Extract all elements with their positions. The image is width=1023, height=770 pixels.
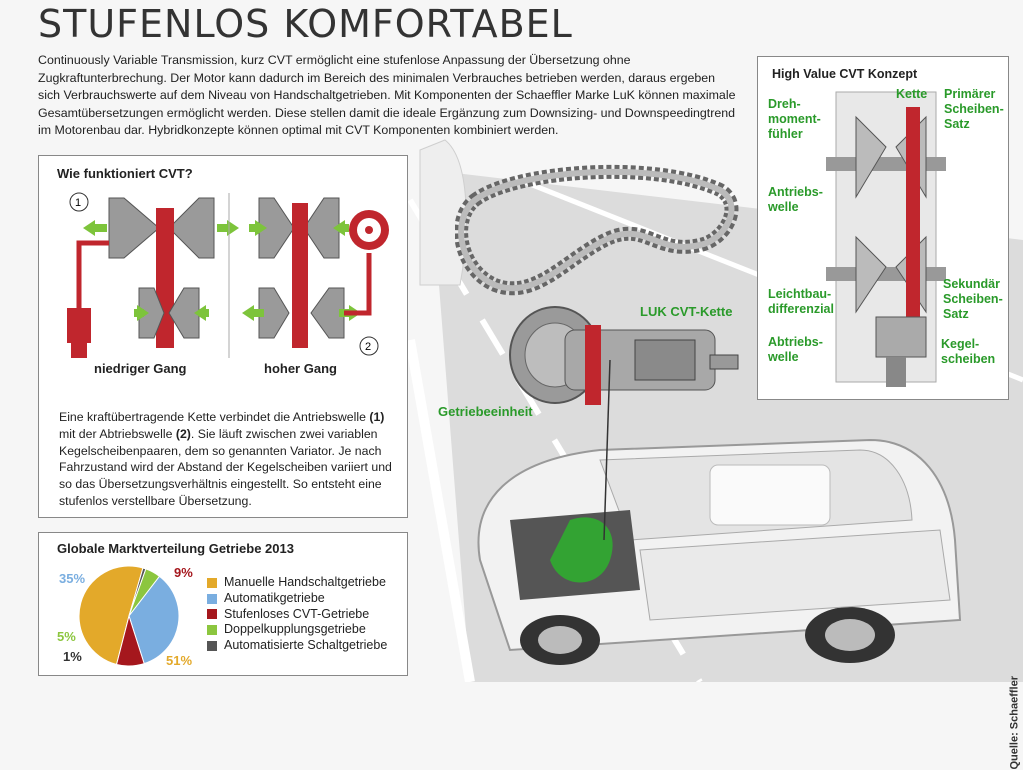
pie-slice-0 xyxy=(78,565,144,666)
intro-text: Continuously Variable Transmission, kurz… xyxy=(38,53,736,137)
market-share-panel: Globale Marktverteilung Getriebe 2013 51… xyxy=(38,532,408,676)
source-credit: Quelle: Schaeffler xyxy=(1009,676,1021,770)
legend-item: Automatisierte Schaltgetriebe xyxy=(207,638,387,654)
legend-item: Automatikgetriebe xyxy=(207,591,387,607)
market-panel-title: Globale Marktverteilung Getriebe 2013 xyxy=(57,541,294,556)
high-gear-pulleys xyxy=(242,197,361,348)
pie-slice-1 xyxy=(128,575,180,665)
legend-item: Stufenloses CVT-Getriebe xyxy=(207,607,387,623)
high-value-cvt-panel: High Value CVT Konzept Dreh-moment-fühle… xyxy=(757,56,1009,400)
hv-panel-title: High Value CVT Konzept xyxy=(772,67,918,81)
pie-label-cvt: 9% xyxy=(174,565,193,580)
hv-label-output-shaft: Abtriebs-welle xyxy=(768,335,823,364)
legend-swatch xyxy=(207,593,217,604)
hv-label-chain: Kette xyxy=(896,87,928,101)
pie-label-manual: 51% xyxy=(166,653,193,668)
cvt-chain-image xyxy=(455,164,739,296)
legend-label: Manuelle Handschaltgetriebe xyxy=(224,575,386,589)
legend-item: Doppelkupplungsgetriebe xyxy=(207,622,387,638)
legend-label: Stufenloses CVT-Getriebe xyxy=(224,606,370,621)
pie-label-automatic: 35% xyxy=(59,571,86,586)
page-title: STUFENLOS KOMFORTABEL xyxy=(38,2,573,46)
legend-swatch xyxy=(207,625,217,636)
transmission-unit-label: Getriebeeinheit xyxy=(438,404,533,419)
chain-label: LUK CVT-Kette xyxy=(640,304,733,319)
high-gear-label: hoher Gang xyxy=(264,361,337,376)
low-gear-pulleys xyxy=(83,197,239,348)
hv-label-input-shaft: Antriebs-welle xyxy=(768,185,823,214)
legend-swatch xyxy=(207,577,217,588)
pointer-line xyxy=(603,360,611,540)
legend-swatch xyxy=(207,609,217,620)
legend-label: Automatisierte Schaltgetriebe xyxy=(224,638,388,653)
hv-label-torque-sensor: Dreh-moment-fühler xyxy=(768,97,821,141)
cvt-cross-section-image xyxy=(826,91,946,387)
cvt-panel-title: Wie funktioniert CVT? xyxy=(57,166,193,181)
legend-item: Manuelle Handschaltgetriebe xyxy=(207,575,387,591)
legend-swatch xyxy=(207,641,217,652)
pie-label-amt: 1% xyxy=(63,649,82,664)
legend-label: Doppelkupplungsgetriebe xyxy=(224,622,366,637)
cvt-description: Eine kraftübertragende Kette verbindet d… xyxy=(59,410,392,508)
hv-label-conical-pulleys: Kegel-scheiben xyxy=(941,337,996,366)
cvt-diagram: 1 2 xyxy=(67,192,389,358)
car-image xyxy=(477,438,962,665)
marker-2-text: 2 xyxy=(365,341,371,353)
marker-1-text: 1 xyxy=(75,197,81,209)
legend-label: Automatikgetriebe xyxy=(224,590,325,605)
pie-slice-2 xyxy=(115,614,145,667)
hv-label-lightweight-differential: Leichtbau-differenzial xyxy=(768,287,834,316)
pie-label-dct: 5% xyxy=(57,629,76,644)
transmission-unit-image xyxy=(509,306,739,405)
cvt-explainer-panel: Wie funktioniert CVT? 1 xyxy=(38,155,408,518)
low-gear-label: niedriger Gang xyxy=(94,361,187,376)
market-pie-chart xyxy=(78,565,180,667)
